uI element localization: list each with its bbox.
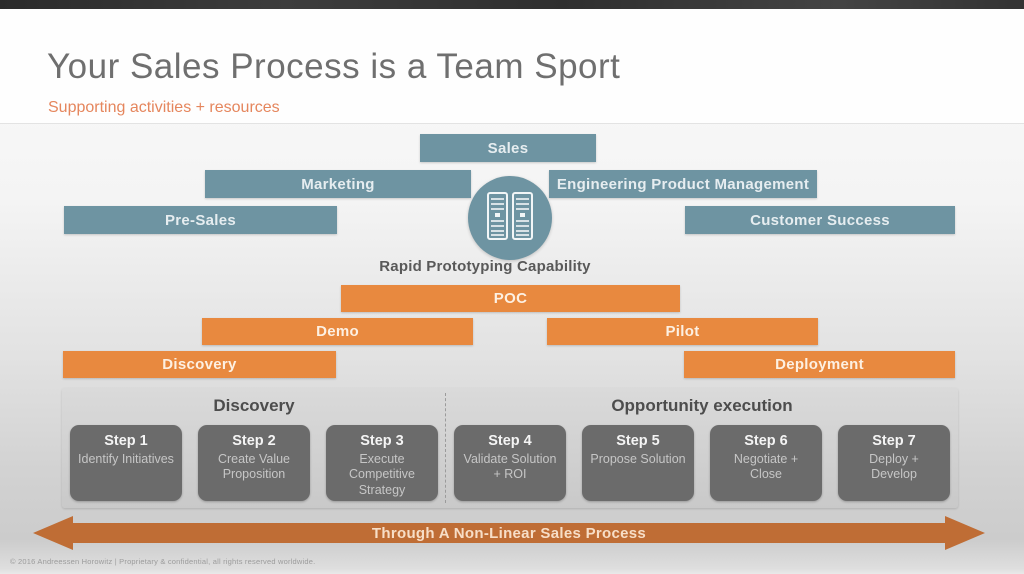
activity-bar-label: Pilot xyxy=(665,323,700,340)
nonlinear-process-arrow: Through A Non-Linear Sales Process xyxy=(72,523,946,543)
activity-bar-poc: POC xyxy=(341,285,680,312)
activity-bar-deployment: Deployment xyxy=(684,351,955,378)
step-title: Step 7 xyxy=(872,433,916,449)
step-box-7: Step 7 Deploy + Develop xyxy=(838,425,950,501)
video-chrome-strip xyxy=(0,0,1024,9)
activity-bar-label: Discovery xyxy=(162,356,237,373)
section-header-opportunity-execution: Opportunity execution xyxy=(611,396,793,415)
step-title: Step 4 xyxy=(488,433,532,449)
org-bar-marketing: Marketing xyxy=(205,170,471,198)
step-box-3: Step 3 Execute Competitive Strategy xyxy=(326,425,438,501)
org-bar-engineering-product-management: Engineering Product Management xyxy=(549,170,817,198)
step-description: Create Value Proposition xyxy=(217,452,291,482)
server-racks-icon xyxy=(484,191,536,246)
section-header-discovery: Discovery xyxy=(213,396,295,415)
title-band: Your Sales Process is a Team Sport Suppo… xyxy=(0,9,1024,124)
activity-bar-label: Demo xyxy=(316,323,359,340)
step-description: Validate Solution + ROI xyxy=(463,452,557,482)
step-box-5: Step 5 Propose Solution xyxy=(582,425,694,501)
step-description: Negotiate + Close xyxy=(733,452,799,482)
activity-bar-pilot: Pilot xyxy=(547,318,818,345)
process-panel: Discovery Opportunity execution Step 1 I… xyxy=(62,388,958,508)
center-caption: Rapid Prototyping Capability xyxy=(379,258,591,275)
step-title: Step 1 xyxy=(104,433,148,449)
org-bar-sales: Sales xyxy=(420,134,596,162)
step-title: Step 2 xyxy=(232,433,276,449)
step-box-4: Step 4 Validate Solution + ROI xyxy=(454,425,566,501)
arrow-left-head-icon xyxy=(33,516,73,550)
activity-bar-demo: Demo xyxy=(202,318,473,345)
arrow-label: Through A Non-Linear Sales Process xyxy=(371,524,647,542)
org-bar-pre-sales: Pre-Sales xyxy=(64,206,337,234)
step-box-2: Step 2 Create Value Proposition xyxy=(198,425,310,501)
step-title: Step 3 xyxy=(360,433,404,449)
step-box-1: Step 1 Identify Initiatives xyxy=(70,425,182,501)
center-circle xyxy=(468,176,552,260)
activity-bar-label: Deployment xyxy=(775,356,864,373)
page-subtitle: Supporting activities + resources xyxy=(48,99,280,116)
step-box-6: Step 6 Negotiate + Close xyxy=(710,425,822,501)
org-bar-label: Engineering Product Management xyxy=(556,175,810,193)
step-description: Propose Solution xyxy=(590,452,686,466)
step-description: Deploy + Develop xyxy=(869,452,919,482)
step-description: Identify Initiatives xyxy=(78,452,174,466)
org-bar-label: Marketing xyxy=(301,175,375,193)
activity-bar-label: POC xyxy=(493,290,528,307)
step-title: Step 5 xyxy=(616,433,660,449)
activity-bar-discovery: Discovery xyxy=(63,351,336,378)
org-bar-label: Pre-Sales xyxy=(164,211,237,229)
org-bar-label: Customer Success xyxy=(750,211,890,229)
org-bar-customer-success: Customer Success xyxy=(685,206,955,234)
copyright-text: © 2016 Andreessen Horowitz | Proprietary… xyxy=(10,557,316,566)
arrow-right-head-icon xyxy=(945,516,985,550)
step-title: Step 6 xyxy=(744,433,788,449)
page-title: Your Sales Process is a Team Sport xyxy=(47,47,621,86)
step-description: Execute Competitive Strategy xyxy=(349,452,415,497)
section-divider xyxy=(445,393,446,503)
org-bar-label: Sales xyxy=(487,139,529,157)
